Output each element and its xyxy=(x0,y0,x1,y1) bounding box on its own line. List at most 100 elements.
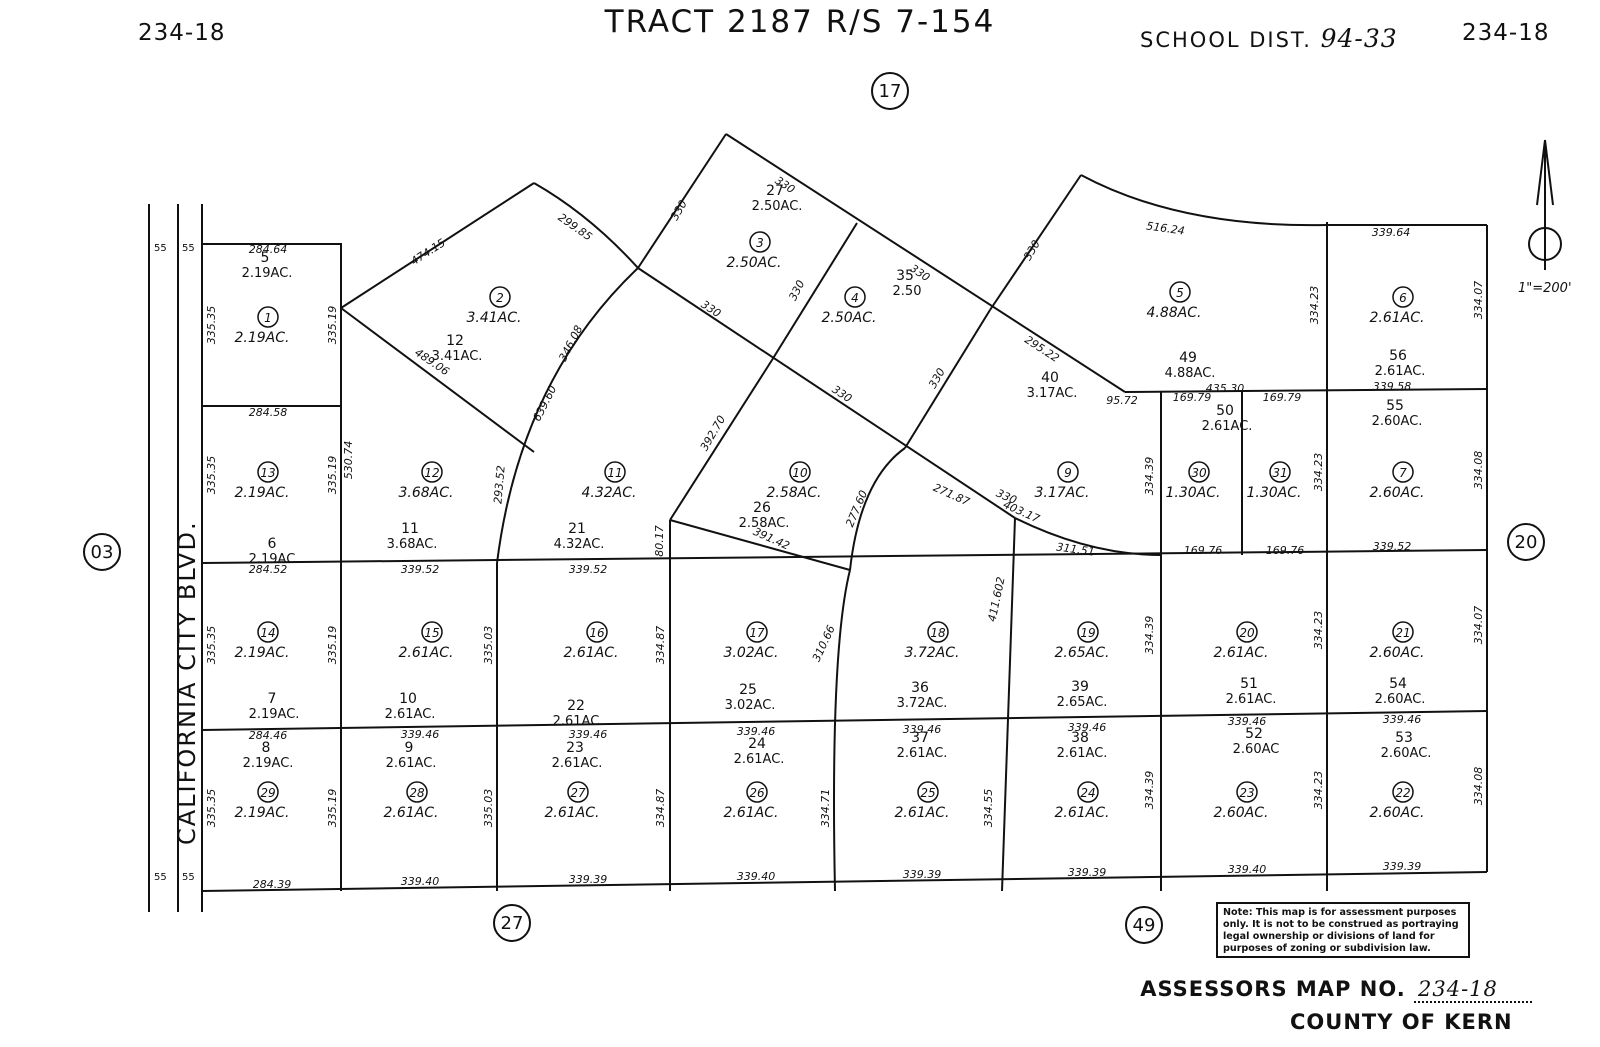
dimension-label: 335.03 xyxy=(482,789,495,828)
dimension-label: 335.19 xyxy=(326,456,339,495)
dimension-label: 334.39 xyxy=(1143,457,1156,496)
lot-area: 2.19AC. xyxy=(242,266,293,281)
dimension-label: 293.52 xyxy=(491,465,507,504)
lot-number: 12 xyxy=(446,333,464,349)
parcel-number-circle xyxy=(257,621,279,643)
dimension-label: 299.85 xyxy=(556,211,595,244)
lot-area: 3.68AC. xyxy=(387,537,438,552)
dimension-label: 334.39 xyxy=(1143,771,1156,810)
parcel-number: 24 xyxy=(1080,786,1095,800)
parcel-number: 13 xyxy=(260,466,275,480)
lot-number: 56 xyxy=(1389,348,1407,364)
parcel-area: 2.19AC. xyxy=(235,645,290,661)
parcel-number-circle xyxy=(257,781,279,803)
parcel-number-circle xyxy=(257,306,279,328)
dimension-label: 335.19 xyxy=(326,789,339,828)
dimension-label: 339.40 xyxy=(401,875,440,888)
dimension-label: 169.76 xyxy=(1184,544,1223,557)
lot-area: 4.88AC. xyxy=(1165,366,1216,381)
lot-area: 2.60AC. xyxy=(1381,746,1432,761)
adjacent-map-ref: 17 xyxy=(879,81,902,102)
parcel-number: 21 xyxy=(1395,626,1410,640)
parcel-number-circle xyxy=(567,781,589,803)
parcel-number: 18 xyxy=(930,626,946,640)
dimension-label: 95.72 xyxy=(1106,394,1138,407)
dimension-label: 334.23 xyxy=(1312,453,1325,492)
dimension-label: 339.52 xyxy=(401,563,440,576)
dimension-label: 334.23 xyxy=(1308,286,1321,325)
parcel-number-circle xyxy=(421,461,443,483)
parcel-number: 28 xyxy=(409,786,425,800)
dimension-label: 339.39 xyxy=(1383,860,1422,873)
lot-area: 2.50AC. xyxy=(752,199,803,214)
parcel-number-circle xyxy=(927,621,949,643)
parcel-number: 31 xyxy=(1272,466,1287,480)
dimension-label: 435.30 xyxy=(1206,382,1245,395)
dimension-label: 334.23 xyxy=(1312,771,1325,810)
dimension-label: 339.46 xyxy=(1068,721,1107,734)
dimension-label: 339.64 xyxy=(1372,226,1411,239)
lot-number: 53 xyxy=(1395,730,1413,746)
parcel-number: 17 xyxy=(749,626,765,640)
lot-area: 3.02AC. xyxy=(725,698,776,713)
lot-number: 54 xyxy=(1389,676,1407,692)
parcel-number: 22 xyxy=(1395,786,1410,800)
parcel-number-circle xyxy=(586,621,608,643)
lot-area: 2.61AC. xyxy=(1375,364,1426,379)
school-district-label: SCHOOL DIST. xyxy=(1140,28,1312,52)
parcel-number-circle xyxy=(1392,781,1414,803)
assessment-note: Note: This map is for assessment purpose… xyxy=(1216,902,1470,958)
dimension-label: 330 xyxy=(830,383,855,405)
lot-number: 23 xyxy=(566,740,584,756)
parcel-number: 7 xyxy=(1399,466,1407,480)
lot-area: 2.19AC. xyxy=(243,756,294,771)
parcel-area: 2.50AC. xyxy=(822,310,877,326)
lot-labels: 52.19AC.62.19AC.72.19AC.82.19AC.92.61AC.… xyxy=(242,183,1432,771)
parcel-number: 20 xyxy=(1239,626,1255,640)
parcel-number-circle xyxy=(1077,621,1099,643)
dimension-labels: 284.64284.58284.52284.46284.39335.35335.… xyxy=(205,174,1485,891)
parcel-area: 3.02AC. xyxy=(724,645,779,661)
parcel-number: 15 xyxy=(424,626,439,640)
parcel-number-circle xyxy=(604,461,626,483)
dimension-label: 334.55 xyxy=(982,789,995,828)
parcel-number: 30 xyxy=(1191,466,1207,480)
lot-number: 25 xyxy=(739,682,757,698)
parcel-number-circle xyxy=(746,621,768,643)
lot-area: 2.58AC. xyxy=(739,516,790,531)
parcel-number: 27 xyxy=(570,786,586,800)
parcel-area: 2.60AC. xyxy=(1370,485,1425,501)
parcel-area: 1.30AC. xyxy=(1166,485,1221,501)
parcel-area: 2.65AC. xyxy=(1055,645,1110,661)
dimension-label: 330 xyxy=(668,198,690,223)
lot-area: 2.61AC. xyxy=(734,752,785,767)
dimension-label: 339.39 xyxy=(569,873,608,886)
dimension-label: 335.35 xyxy=(205,306,218,345)
lot-number: 26 xyxy=(753,500,771,516)
dimension-label: 339.46 xyxy=(903,723,942,736)
dimension-label: 284.46 xyxy=(249,729,288,742)
parcel-number: 14 xyxy=(260,626,275,640)
dimension-label: 530.74 xyxy=(342,441,355,480)
lot-number: 22 xyxy=(567,698,585,714)
lot-area: 2.61AC. xyxy=(553,714,604,729)
dimension-label: 339.39 xyxy=(1068,866,1107,879)
parcel-area: 2.61AC. xyxy=(1370,310,1425,326)
dimension-label: 335.19 xyxy=(326,306,339,345)
lot-number: 8 xyxy=(262,740,271,756)
dimension-label: 335.35 xyxy=(205,456,218,495)
lot-area: 2.65AC. xyxy=(1057,695,1108,710)
dimension-label: 346.08 xyxy=(556,323,585,363)
lot-number: 10 xyxy=(399,691,417,707)
dimension-label: 339.46 xyxy=(737,725,776,738)
parcel-number: 10 xyxy=(792,466,808,480)
dimension-label: 334.07 xyxy=(1472,606,1485,645)
parcel-area: 2.50AC. xyxy=(727,255,782,271)
lot-number: 40 xyxy=(1041,370,1059,386)
dimension-label: 310.66 xyxy=(810,623,838,663)
lot-number: 5 xyxy=(261,250,270,266)
parcel-area: 3.72AC. xyxy=(905,645,960,661)
lot-area: 2.60AC xyxy=(1233,742,1280,757)
parcel-number-circle xyxy=(746,781,768,803)
parcel-area: 2.61AC. xyxy=(724,805,779,821)
